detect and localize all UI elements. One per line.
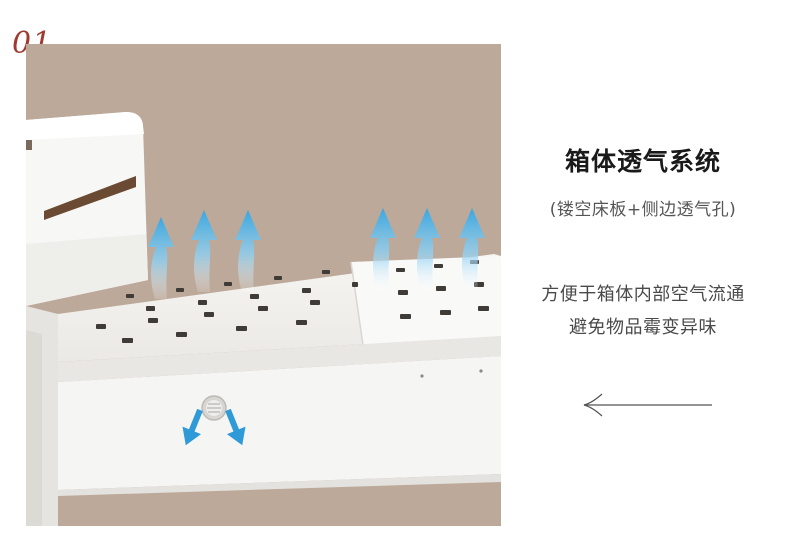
headboard: [26, 112, 148, 306]
feature-subtitle: (镂空床板+侧边透气孔): [549, 200, 737, 220]
bed-slats: [58, 254, 501, 362]
bed-frame: [26, 306, 501, 526]
feature-description: 方便于箱体内部空气流通 避免物品霉变异味: [512, 278, 774, 344]
description-line: 方便于箱体内部空气流通: [541, 284, 745, 305]
product-photo: [26, 44, 501, 526]
left-arrow-icon: [580, 392, 715, 418]
description-line: 避免物品霉变异味: [569, 317, 717, 338]
vent-grille: [201, 395, 227, 421]
feature-title: 箱体透气系统: [564, 147, 721, 176]
